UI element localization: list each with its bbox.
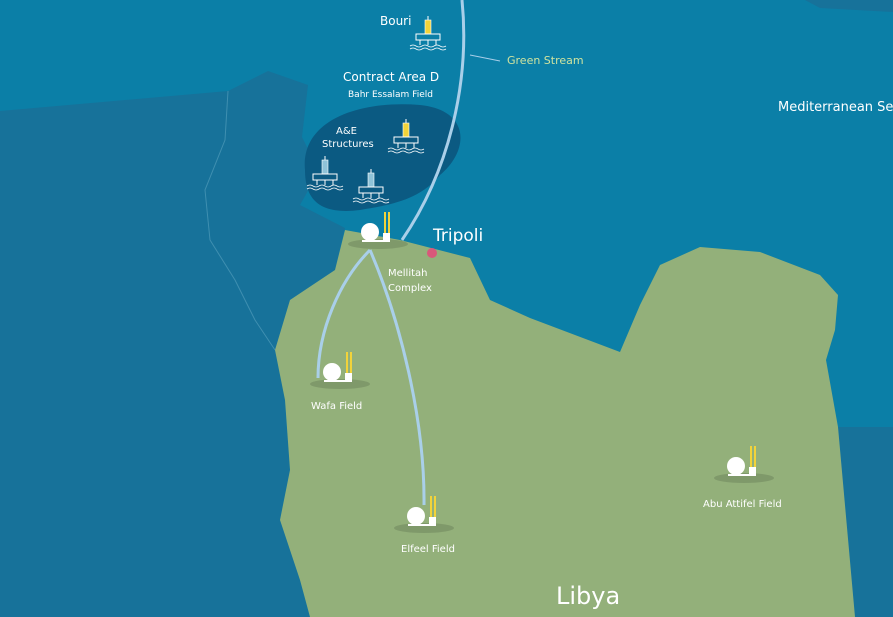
label-mellitah-2: Complex <box>388 283 432 294</box>
elfeel-pipeline <box>368 249 426 506</box>
label-abu-attifel: Abu Attifel Field <box>703 499 782 510</box>
label-ae-2: Structures <box>322 139 374 150</box>
label-bahr-essalam: Bahr Essalam Field <box>348 90 433 100</box>
gas-plant-icon[interactable] <box>394 496 454 533</box>
label-mellitah-1: Mellitah <box>388 268 428 279</box>
bahr-essalam-field-area <box>304 104 461 211</box>
offshore-platform-icon[interactable] <box>409 16 447 51</box>
label-green-stream: Green Stream <box>507 54 584 67</box>
label-libya: Libya <box>556 582 621 610</box>
label-bouri: Bouri <box>380 14 412 28</box>
pipelines <box>316 0 466 506</box>
wafa-pipeline <box>316 248 372 379</box>
offshore-platform-icon[interactable] <box>387 119 425 154</box>
gas-plant-icon[interactable] <box>714 446 774 483</box>
top-right-land <box>805 0 893 12</box>
gas-plant-icon[interactable] <box>310 352 370 389</box>
green-stream-leader <box>469 54 501 62</box>
gas-plant-icon[interactable] <box>348 212 408 249</box>
offshore-platform-icon[interactable] <box>306 156 344 191</box>
green-stream-pipeline <box>400 0 466 241</box>
egypt-land <box>838 427 893 617</box>
label-tripoli: Tripoli <box>433 226 484 246</box>
label-elfeel: Elfeel Field <box>401 544 455 555</box>
border-line <box>204 90 276 351</box>
offshore-platform-icon[interactable] <box>352 169 390 204</box>
label-mediterranean: Mediterranean Sea <box>778 100 893 115</box>
label-contract-area-d: Contract Area D <box>343 70 440 84</box>
tripoli-city-marker-icon[interactable] <box>427 248 437 258</box>
tunisia-algeria-land <box>0 71 345 617</box>
label-wafa: Wafa Field <box>311 401 363 412</box>
label-ae-1: A&E <box>336 126 357 137</box>
